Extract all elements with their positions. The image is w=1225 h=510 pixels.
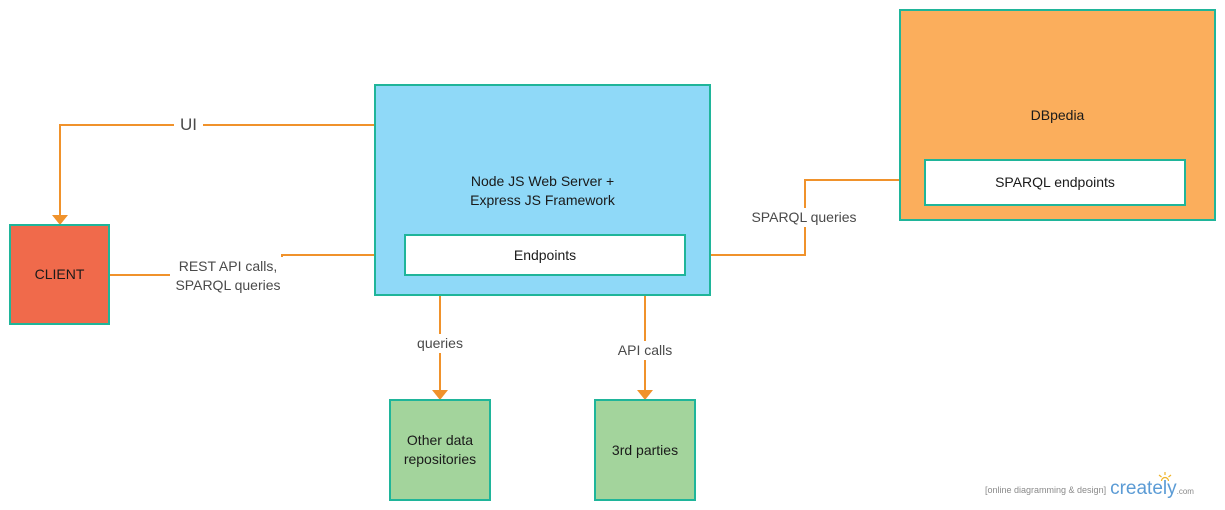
arrowhead-other-repos xyxy=(432,390,448,400)
client-node[interactable]: CLIENT xyxy=(9,224,110,325)
other-repos-node[interactable]: Other data repositories xyxy=(389,399,491,501)
edge-label-sparql-queries: SPARQL queries xyxy=(748,208,860,227)
watermark-suffix: .com xyxy=(1176,487,1194,496)
sparql-endpoints-node[interactable]: SPARQL endpoints xyxy=(924,159,1186,206)
sparql-endpoints-label: SPARQL endpoints xyxy=(995,174,1115,190)
endpoints-label: Endpoints xyxy=(513,246,577,263)
edge-label-queries: queries xyxy=(412,334,468,353)
creately-watermark[interactable]: [online diagramming & design] creately .… xyxy=(985,472,1194,500)
third-parties-label: 3rd parties xyxy=(611,441,679,458)
client-label: CLIENT xyxy=(34,266,85,282)
edge-label-ui: UI xyxy=(174,115,203,134)
dbpedia-label: DBpedia xyxy=(1030,107,1085,123)
arrowhead-third-parties xyxy=(637,390,653,400)
endpoints-node[interactable]: Endpoints xyxy=(404,234,686,276)
edge-label-api-calls: API calls xyxy=(613,341,677,360)
sun-icon xyxy=(1158,472,1172,482)
other-repos-label: Other data repositories xyxy=(403,432,477,467)
edge-ui xyxy=(59,124,374,216)
web-server-label: Node JS Web Server + Express JS Framewor… xyxy=(470,173,615,208)
watermark-tagline: [online diagramming & design] xyxy=(985,485,1107,495)
third-parties-node[interactable]: 3rd parties xyxy=(594,399,696,501)
arrowhead-client xyxy=(52,215,68,225)
edge-label-rest: REST API calls, SPARQL queries xyxy=(170,257,286,295)
watermark-brand: creately xyxy=(1110,478,1177,499)
